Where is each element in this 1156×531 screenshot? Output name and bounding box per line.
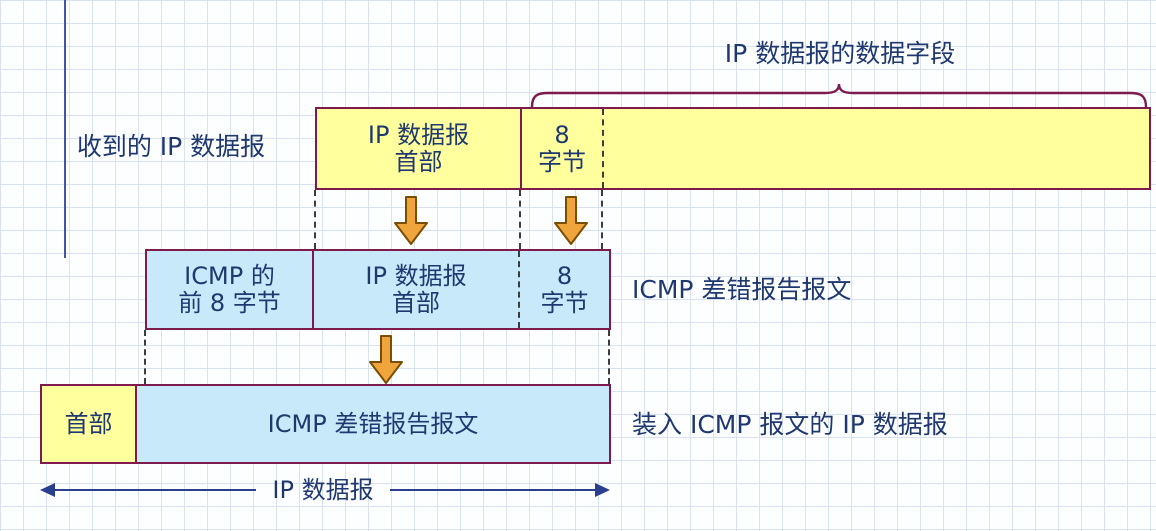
row2-ip-header-line2: 首部 (392, 288, 440, 317)
row1-8bytes-line2: 字节 (538, 147, 586, 176)
ip-with-icmp-caption: 装入 ICMP 报文的 IP 数据报 (632, 410, 948, 439)
row3-icmp-body-label: ICMP 差错报告报文 (267, 409, 479, 438)
row2-icmp-first8-line2: 前 8 字节 (178, 288, 281, 317)
dashed-connector (144, 330, 146, 384)
row2-ip-header-line1: IP 数据报 (365, 261, 467, 290)
row2-icmp-first8-line1: ICMP 的 (184, 261, 275, 290)
dashed-connector (314, 190, 316, 249)
icmp-report-caption: ICMP 差错报告报文 (632, 275, 852, 304)
row2-ip-header-cell: IP 数据报 首部 (314, 251, 520, 328)
row2-8bytes-cell: 8 字节 (520, 251, 609, 328)
row2-8bytes-line2: 字节 (540, 288, 589, 317)
block-down-arrow-icon (369, 335, 403, 384)
dashed-connector (608, 330, 610, 384)
row3-ip-header-cell: 首部 (42, 386, 137, 462)
data-field-caption: IP 数据报的数据字段 (724, 39, 956, 68)
row3-icmp-body-cell: ICMP 差错报告报文 (137, 386, 609, 462)
horizontal-brace-icon (530, 83, 1148, 109)
row1-8bytes-cell: 8 字节 (522, 109, 604, 188)
row2-8bytes-line1: 8 (556, 261, 573, 290)
ip-datagram-measure-label: IP 数据报 (272, 476, 374, 504)
row2-icmp-report-bar: ICMP 的 前 8 字节 IP 数据报 首部 8 字节 (145, 249, 611, 330)
received-datagram-label: 收到的 IP 数据报 (76, 132, 266, 161)
row1-ip-header-line2: 首部 (394, 147, 443, 176)
row3-ip-datagram-bar: 首部 ICMP 差错报告报文 (40, 384, 611, 464)
row3-ip-header-label: 首部 (64, 409, 113, 438)
row1-8bytes-line1: 8 (554, 120, 570, 149)
block-down-arrow-icon (554, 196, 588, 245)
row2-icmp-first8-cell: ICMP 的 前 8 字节 (147, 251, 314, 328)
dashed-connector (601, 190, 603, 249)
row1-ip-header-line1: IP 数据报 (367, 120, 470, 149)
double-headed-arrow-icon (40, 483, 610, 497)
block-down-arrow-icon (394, 196, 428, 245)
row1-received-datagram-bar: IP 数据报 首部 8 字节 (315, 107, 1151, 190)
row1-rest-of-data-cell (604, 109, 1149, 188)
row1-ip-header-cell: IP 数据报 首部 (317, 109, 522, 188)
dashed-connector (519, 190, 521, 249)
slide-margin-line (64, 0, 66, 258)
